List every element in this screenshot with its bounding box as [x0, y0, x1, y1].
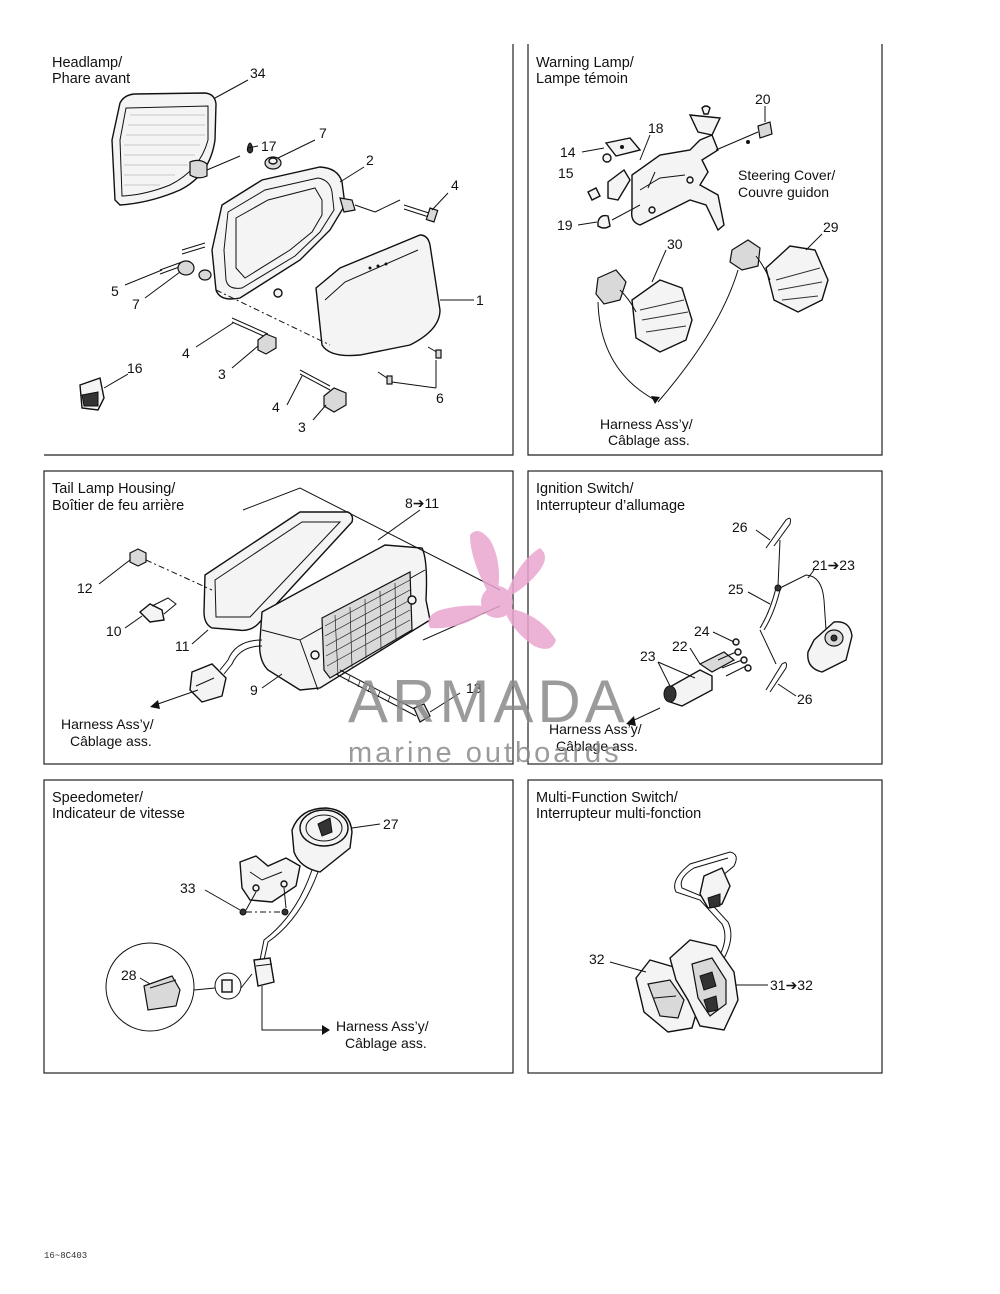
callout-7-top: 7: [319, 125, 327, 141]
headlamp-panel: Headlamp/ Phare avant: [52, 55, 484, 435]
ignition-panel: Ignition Switch/ Interrupteur d’allumage: [536, 481, 855, 754]
ignition-switch: [807, 621, 853, 673]
callout-12: 12: [77, 580, 93, 596]
callout-11: 11: [175, 638, 190, 654]
ignition-harness-1: Harness Ass’y/: [549, 721, 642, 737]
callout-9: 9: [250, 682, 258, 698]
callout-6: 6: [436, 390, 444, 406]
callout-28: 28: [121, 967, 137, 983]
steering-cover-note-2: Couvre guidon: [738, 184, 829, 200]
callout-16: 16: [127, 360, 143, 376]
headlamp-frame: [211, 166, 346, 300]
callout-7-bottom: 7: [132, 296, 140, 312]
steering-cover-note-1: Steering Cover/: [738, 167, 835, 183]
callout-4-right: 4: [451, 177, 459, 193]
callout-31-32: 31➔32: [770, 977, 813, 993]
callout-18: 18: [648, 120, 664, 136]
propeller-logo-icon: [428, 531, 556, 649]
ignition-harness-2: Câblage ass.: [556, 738, 638, 754]
callout-25: 25: [728, 581, 744, 597]
headlamp-title-1: Headlamp/: [52, 55, 123, 71]
callout-3-upper: 3: [218, 366, 226, 382]
callout-29: 29: [823, 219, 839, 235]
callout-4-left: 4: [182, 345, 190, 361]
speedo-harness-1: Harness Ass’y/: [336, 1018, 429, 1034]
callout-34: 34: [250, 65, 266, 81]
callout-2: 2: [366, 152, 374, 168]
ignition-title-1: Ignition Switch/: [536, 481, 634, 497]
speedo-title-2: Indicateur de vitesse: [52, 806, 185, 822]
warning-harness-1: Harness Ass’y/: [600, 416, 693, 432]
tail-harness-2: Câblage ass.: [70, 733, 152, 749]
watermark-tagline: marine outboards: [348, 737, 622, 769]
speedo-harness-2: Câblage ass.: [345, 1035, 427, 1051]
callout-21-23: 21➔23: [812, 557, 855, 573]
callout-22: 22: [672, 638, 688, 654]
tail-harness-1: Harness Ass’y/: [61, 716, 154, 732]
warning-harness-2: Câblage ass.: [608, 432, 690, 448]
ignition-title-2: Interrupteur d’allumage: [536, 498, 685, 514]
callout-14: 14: [560, 144, 576, 160]
warning-title-2: Lampe témoin: [536, 71, 628, 87]
callout-26-top: 26: [732, 519, 748, 535]
warning-lamp-29: [765, 245, 829, 313]
callout-32: 32: [589, 951, 605, 967]
tail-lamp-panel: Tail Lamp Housing/ Boîtier de feu arrièr…: [52, 481, 501, 749]
callout-15: 15: [558, 165, 574, 181]
callout-10: 10: [106, 623, 122, 639]
multi-function-panel: Multi-Function Switch/ Interrupteur mult…: [536, 790, 813, 1033]
multi-title-1: Multi-Function Switch/: [536, 790, 679, 806]
speedo-title-1: Speedometer/: [52, 790, 144, 806]
callout-5: 5: [111, 283, 119, 299]
callout-4-bottom: 4: [272, 399, 280, 415]
headlamp-back-cover: [315, 234, 441, 357]
armada-watermark: ARMADA marine outboards: [348, 531, 629, 769]
callout-8-11: 8➔11: [405, 495, 439, 511]
speedometer-panel: Speedometer/ Indicateur de vitesse: [52, 790, 429, 1051]
warning-bracket: [630, 134, 725, 232]
tail-title-1: Tail Lamp Housing/: [52, 481, 176, 497]
tail-title-2: Boîtier de feu arrière: [52, 498, 184, 514]
headlamp-title-2: Phare avant: [52, 71, 130, 87]
callout-27: 27: [383, 816, 399, 832]
headlamp-lens: [111, 92, 217, 206]
callout-17: 17: [261, 138, 277, 154]
multi-title-2: Interrupteur multi-fonction: [536, 806, 701, 822]
callout-3-lower: 3: [298, 419, 306, 435]
callout-20: 20: [755, 91, 771, 107]
callout-1: 1: [476, 292, 484, 308]
callout-23: 23: [640, 648, 656, 664]
warning-lamp-30: [631, 279, 693, 353]
document-code: 16~8C403: [44, 1251, 87, 1261]
callout-13: 13: [466, 680, 482, 696]
warning-lamp-panel: Warning Lamp/ Lampe témoin: [536, 55, 839, 448]
callout-26-bottom: 26: [797, 691, 813, 707]
callout-30: 30: [667, 236, 683, 252]
warning-title-1: Warning Lamp/: [536, 55, 635, 71]
watermark-brand: ARMADA: [348, 668, 629, 735]
callout-24: 24: [694, 623, 710, 639]
callout-33: 33: [180, 880, 196, 896]
callout-19: 19: [557, 217, 573, 233]
